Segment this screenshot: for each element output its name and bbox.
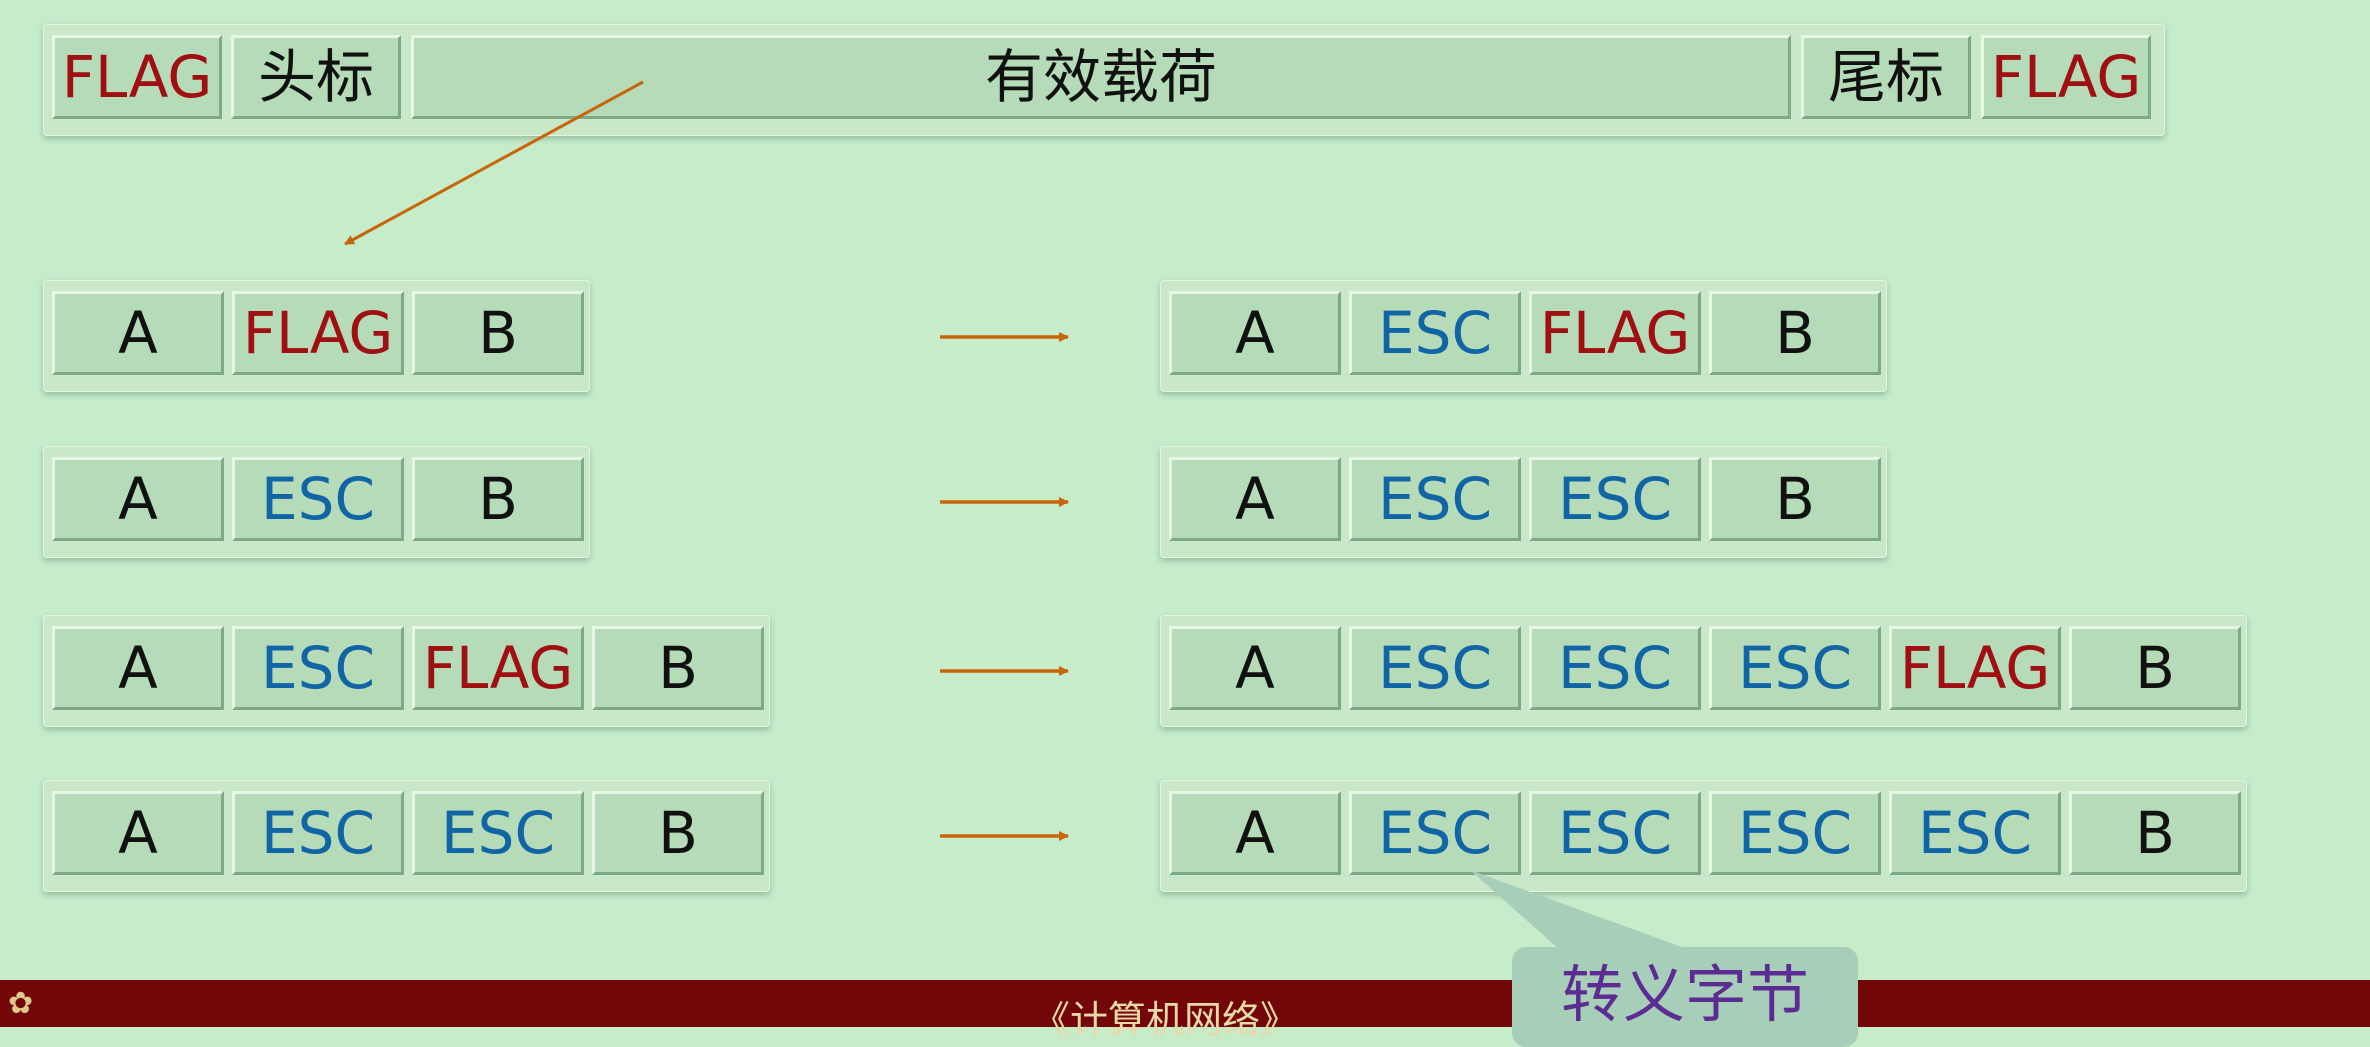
- byte-cell: A: [1169, 791, 1341, 875]
- byte-cell: ESC: [1529, 791, 1701, 875]
- byte-cell: B: [412, 457, 584, 541]
- byte-cell: A: [1169, 291, 1341, 375]
- byte-cell: A: [52, 791, 224, 875]
- callout-label: 转义字节: [1560, 958, 1809, 1031]
- byte-cell: A: [52, 457, 224, 541]
- byte-cell: B: [1709, 457, 1881, 541]
- byte-cell: B: [2069, 791, 2241, 875]
- byte-cell: ESC: [1349, 291, 1521, 375]
- frame-trailer: 尾标: [1801, 35, 1971, 119]
- byte-cell: FLAG: [232, 291, 404, 375]
- byte-cell: B: [592, 791, 764, 875]
- row-4-original: A ESC ESC B: [43, 780, 770, 892]
- row-2-stuffed: A ESC ESC B: [1160, 446, 1887, 558]
- payload-zoom-arrow: [344, 80, 644, 246]
- byte-cell: ESC: [1889, 791, 2061, 875]
- frame-header: 头标: [231, 35, 401, 119]
- byte-cell: FLAG: [1889, 626, 2061, 710]
- byte-cell: ESC: [1349, 791, 1521, 875]
- byte-cell: ESC: [1349, 626, 1521, 710]
- byte-cell: ESC: [1709, 626, 1881, 710]
- byte-cell: A: [1169, 457, 1341, 541]
- byte-cell: ESC: [1529, 457, 1701, 541]
- byte-cell: B: [592, 626, 764, 710]
- byte-cell: FLAG: [1529, 291, 1701, 375]
- byte-cell: ESC: [412, 791, 584, 875]
- frame-structure: FLAG 头标 有效载荷 尾标 FLAG: [43, 24, 2165, 136]
- byte-cell: ESC: [1709, 791, 1881, 875]
- footer-title: 《计算机网络》: [1031, 998, 1298, 1042]
- byte-cell: FLAG: [412, 626, 584, 710]
- byte-cell: A: [1169, 626, 1341, 710]
- row-4-stuffed: A ESC ESC ESC ESC B: [1160, 780, 2247, 892]
- byte-cell: ESC: [232, 457, 404, 541]
- byte-cell: ESC: [232, 791, 404, 875]
- callout-pointer: [1470, 870, 1690, 950]
- byte-cell: B: [1709, 291, 1881, 375]
- university-logo-icon: ✿: [8, 986, 34, 1021]
- frame-flag-start: FLAG: [52, 35, 222, 119]
- byte-cell: ESC: [1349, 457, 1521, 541]
- byte-cell: ESC: [232, 626, 404, 710]
- byte-cell: A: [52, 626, 224, 710]
- frame-flag-end: FLAG: [1981, 35, 2151, 119]
- row-1-original: A FLAG B: [43, 280, 590, 392]
- byte-cell: B: [412, 291, 584, 375]
- row-2-original: A ESC B: [43, 446, 590, 558]
- byte-cell: ESC: [1529, 626, 1701, 710]
- row-3-stuffed: A ESC ESC ESC FLAG B: [1160, 615, 2247, 727]
- row-3-original: A ESC FLAG B: [43, 615, 770, 727]
- row-1-stuffed: A ESC FLAG B: [1160, 280, 1887, 392]
- byte-cell: A: [52, 291, 224, 375]
- footer-bar: [0, 980, 2370, 1027]
- frame-payload: 有效载荷: [411, 35, 1791, 119]
- byte-cell: B: [2069, 626, 2241, 710]
